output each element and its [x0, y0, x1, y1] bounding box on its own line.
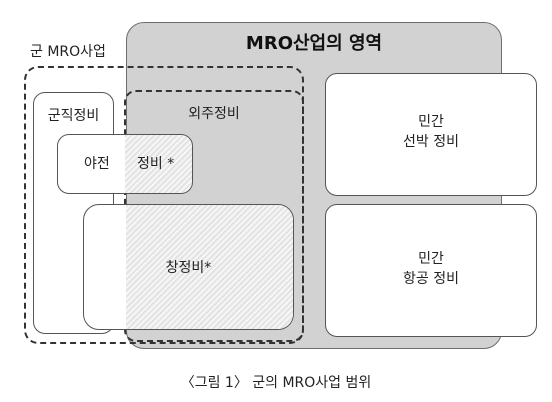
mro-industry-title: MRO산업의 영역 [245, 33, 383, 54]
depot-maintenance-box [83, 204, 294, 330]
civil-aviation-label-line1: 민간 [418, 251, 444, 267]
field-maintenance-hatch [125, 135, 192, 193]
field-maintenance-label-part1: 야전 [84, 156, 110, 172]
figure-caption: 〈그림 1〉 군의 MRO사업 범위 [180, 375, 372, 391]
depot-maintenance-label: 창정비* [165, 260, 212, 276]
outsourced-maintenance-label: 외주정비 [188, 106, 240, 122]
civil-aviation-label-line2: 항공 정비 [403, 271, 459, 287]
military-maintenance-label: 군직정비 [47, 108, 100, 124]
field-maintenance-label-part2: 정비 * [137, 156, 175, 172]
depot-maintenance-hatch [126, 205, 293, 329]
civil-ship-label-line1: 민간 [418, 114, 444, 130]
military-mro-label: 군 MRO사업 [30, 44, 106, 60]
field-maintenance-box [57, 134, 193, 194]
civil-ship-maintenance-box [325, 73, 537, 196]
civil-ship-label-line2: 선박 정비 [403, 134, 459, 150]
civil-aviation-maintenance-box [325, 204, 537, 337]
